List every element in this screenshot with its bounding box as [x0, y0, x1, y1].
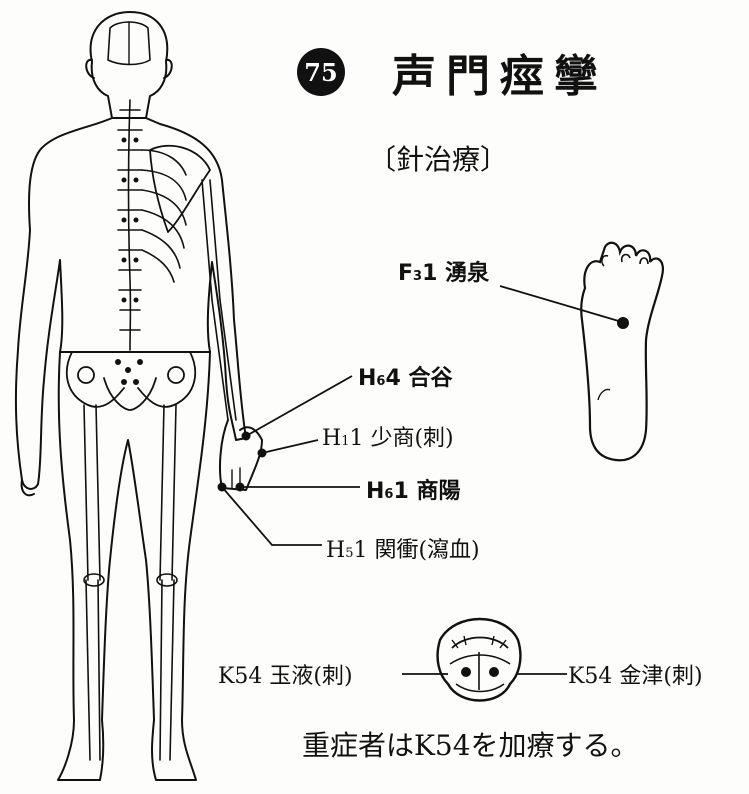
mouth-illustration [438, 619, 521, 701]
point-jinjin-dot [489, 667, 499, 677]
page-title: 声門痙攣 [392, 40, 608, 104]
label-jinjin: K54 金津(刺) [568, 658, 703, 690]
pelvis [67, 352, 195, 410]
label-guanchong: H51 関衝(瀉血) [326, 532, 480, 564]
spine [118, 100, 142, 350]
point-yongquan-dot [617, 317, 629, 329]
number-badge: 75 [297, 48, 345, 96]
hand-acupoints [218, 432, 267, 492]
scapula [150, 146, 210, 232]
arm-bones [202, 180, 236, 420]
label-shaoshang: H11 少商(刺) [322, 420, 454, 452]
foot-sole-illustration [581, 243, 663, 461]
label-yongquan: F31 湧泉 [398, 255, 489, 287]
label-hegu: H64 合谷 [358, 360, 452, 392]
label-yuye: K54 玉液(刺) [218, 658, 353, 690]
footnote: 重症者はK54を加療する。 [302, 724, 639, 764]
badge-number: 75 [304, 58, 337, 87]
treatment-category: 〔針治療〕 [368, 138, 508, 178]
legs-outline [58, 352, 210, 780]
point-yuye-dot [461, 667, 471, 677]
label-shangyang: H61 商陽 [366, 473, 460, 505]
